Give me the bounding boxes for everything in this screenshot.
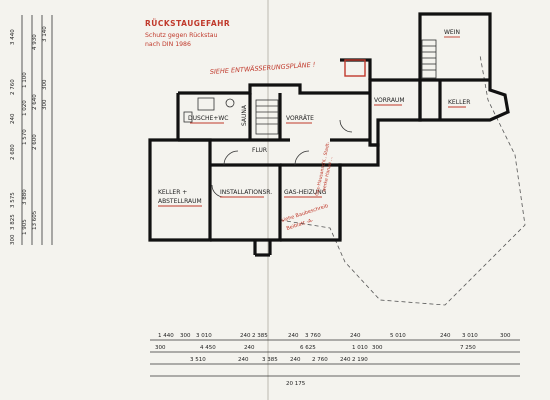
left-dims-col4: 3 140 300 300 (42, 26, 48, 110)
dim-label: 240 (440, 333, 451, 339)
dim-label: 3 140 (42, 26, 48, 42)
dim-label: 1 010 (352, 345, 368, 351)
dim-label: 13 605 (32, 210, 38, 230)
bottom-dims-row3: 3 510 240 3 385 240 2 760 240 2 190 (190, 357, 368, 363)
room-labels: WEIN VORRAUM KELLER DUSCHE+WC SAUNA VORR… (158, 29, 470, 205)
left-dims-col1: 3 440 2 760 240 2 680 3 575 3 825 300 (10, 29, 16, 245)
dim-label: 3 510 (190, 357, 206, 363)
annotation-handwritten: SIEHE ENTWÄSSERUNGSPLÄNE ! (210, 60, 317, 76)
annotation-line2: nach DIN 1986 (145, 41, 191, 48)
room-sauna: SAUNA (241, 104, 248, 126)
room-gas-heizung: GAS-HEIZUNG (284, 189, 327, 196)
dim-label: 240 (288, 333, 299, 339)
dim-label: 3 760 (305, 333, 321, 339)
red-underlines (158, 36, 466, 207)
room-keller-right: KELLER (448, 99, 470, 106)
room-keller-left-2: ABSTELLRAUM (158, 198, 202, 205)
dim-label: 2 385 (252, 333, 268, 339)
dim-label: 2 640 (32, 94, 38, 110)
dim-label: 7 250 (460, 345, 476, 351)
room-vorraum: VORRAUM (374, 97, 405, 104)
dim-label: 3 440 (10, 29, 16, 45)
dim-label: 3 575 (10, 192, 16, 208)
room-dusche-wc: DUSCHE+WC (188, 115, 228, 122)
room-vorraete: VORRÄTE (286, 115, 314, 122)
room-wein: WEIN (444, 29, 460, 36)
dim-label: 240 (240, 333, 251, 339)
dim-label: 2 190 (352, 357, 368, 363)
dim-total: 20 175 (286, 381, 306, 387)
bottom-dimension-lines (150, 339, 520, 377)
room-flur: FLUR (252, 147, 267, 154)
dim-label: 300 (500, 333, 511, 339)
annotation-title: RÜCKSTAUGEFAHR (145, 19, 230, 28)
dim-label: 1 570 (22, 129, 28, 145)
dim-label: 4 450 (200, 345, 216, 351)
annotation-line1: Schutz gegen Rückstau (145, 32, 218, 39)
dim-label: 3 385 (262, 357, 278, 363)
left-dims-col2: 1 100 1 020 1 570 3 880 1 905 (22, 72, 28, 235)
dim-label: 240 (350, 333, 361, 339)
left-dimension-lines (21, 15, 53, 245)
dim-label: 1 020 (22, 100, 28, 116)
dim-label: 5 010 (390, 333, 406, 339)
dim-label: 300 (10, 234, 16, 245)
dim-label: 3 880 (22, 189, 28, 205)
dim-label: 3 010 (196, 333, 212, 339)
dim-label: 240 (244, 345, 255, 351)
dim-label: 300 (42, 79, 48, 90)
dim-label: 6 625 (300, 345, 316, 351)
dim-label: 240 (340, 357, 351, 363)
walls (148, 12, 510, 257)
dim-label: 2 680 (10, 144, 16, 160)
dim-label: 3 010 (462, 333, 478, 339)
dim-label: 300 (155, 345, 166, 351)
dim-label: 1 905 (22, 219, 28, 235)
dim-label: 3 825 (10, 214, 16, 230)
dim-label: 2 760 (10, 79, 16, 95)
left-dims-col3: 4 930 2 640 2 600 13 605 (32, 34, 38, 230)
dim-label: 240 (10, 113, 16, 124)
dim-label: 1 100 (22, 72, 28, 88)
bottom-dims-row2: 300 4 450 240 6 625 1 010 300 7 250 (155, 345, 476, 351)
dim-label: 2 600 (32, 134, 38, 150)
room-installation: INSTALLATIONSR. (220, 189, 272, 196)
dim-label: 2 760 (312, 357, 328, 363)
dim-label: 300 (42, 99, 48, 110)
red-marker (344, 59, 366, 77)
dim-label: 300 (372, 345, 383, 351)
dim-label: 4 930 (32, 34, 38, 50)
bottom-dims-total: 20 175 (286, 381, 306, 387)
dim-label: 240 (290, 357, 301, 363)
dim-label: 240 (238, 357, 249, 363)
room-keller-left-1: KELLER + (158, 189, 187, 196)
dim-label: 1 440 (158, 333, 174, 339)
bottom-dims-row1: 1 440 300 3 010 240 2 385 240 3 760 240 … (158, 333, 511, 339)
dim-label: 300 (180, 333, 191, 339)
